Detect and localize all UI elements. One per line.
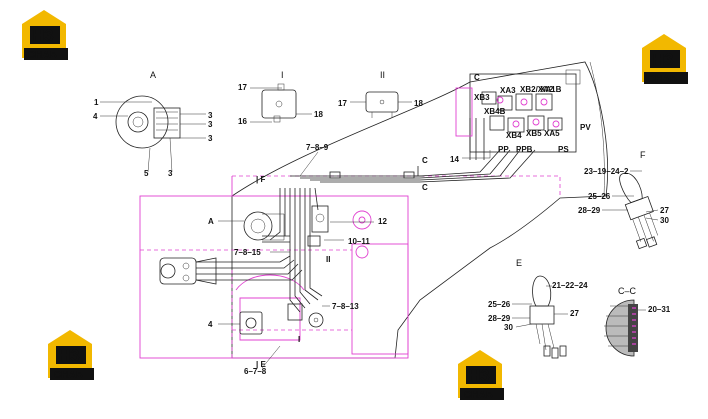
logo-mark: H3 xyxy=(652,50,674,69)
label-ii-main: II xyxy=(326,255,330,264)
label-18-ii: 18 xyxy=(414,99,423,108)
joystick-a-main xyxy=(243,211,285,241)
valve-ports xyxy=(481,91,563,133)
pink-frame xyxy=(139,175,561,359)
view-e-title: E xyxy=(516,258,522,268)
label-23-19-24-2: 23–19–24–2 xyxy=(584,167,629,176)
valve-label-pv: PV xyxy=(580,123,591,132)
logo-bottom-left: H3 СНАБ xyxy=(48,330,94,381)
view-ii-title: II xyxy=(380,70,385,80)
label-18-i: 18 xyxy=(314,110,323,119)
joystick-f xyxy=(619,172,659,250)
logo-top-right: H3 СНАБ xyxy=(642,34,688,85)
logo-text: СНАБ xyxy=(54,370,83,381)
label-27-f: 27 xyxy=(660,206,669,215)
label-3-b: 3 xyxy=(208,120,213,129)
view-a-title: A xyxy=(150,70,156,80)
clamp-marker xyxy=(329,171,415,179)
label-30-e: 30 xyxy=(504,323,513,332)
label-7-8-13: 7–8–13 xyxy=(332,302,359,311)
label-3-d: 3 xyxy=(168,169,173,178)
valve-label-xb4b: XB4B xyxy=(484,107,506,116)
valve-label-xa3: XA3 xyxy=(500,86,516,95)
label-4-main: 4 xyxy=(208,320,213,329)
detail-a: A xyxy=(100,70,206,173)
valve-label-ps: PS xyxy=(558,145,569,154)
label-25-26-e: 25–26 xyxy=(488,300,511,309)
logo-mark: H3 xyxy=(32,26,54,45)
label-7-8-9: 7–8–9 xyxy=(306,143,329,152)
harness-bundle xyxy=(196,118,536,313)
label-i-main: I xyxy=(298,335,300,344)
label-28-29-e: 28–29 xyxy=(488,314,511,323)
label-4-detail: 4 xyxy=(93,112,98,121)
relay-unit xyxy=(287,303,324,328)
section-cc xyxy=(604,299,638,357)
label-28-29-f: 28–29 xyxy=(578,206,601,215)
section-c-bottom: C xyxy=(422,183,428,192)
label-30-f: 30 xyxy=(660,216,669,225)
detail-i: I xyxy=(250,70,312,123)
seat-controller xyxy=(239,311,263,335)
valve-label-xb4: XB4 xyxy=(506,131,522,140)
logo-mark: H3 xyxy=(468,366,490,385)
cab-outline xyxy=(231,61,608,359)
logo-mark: H3 xyxy=(58,346,80,365)
logo-text: СНАБ xyxy=(648,74,677,85)
switch-ii-main xyxy=(307,235,321,247)
view-f-marker: | F xyxy=(256,175,265,184)
valve-label-pp: PP xyxy=(498,145,509,154)
logo-top-left: H3 СНАБ xyxy=(22,10,68,61)
label-10-11: 10–11 xyxy=(348,237,370,246)
view-i-title: I xyxy=(281,70,284,80)
valve-label-xa1b: XA1B xyxy=(540,85,562,94)
section-c-top: C xyxy=(422,156,428,165)
label-5: 5 xyxy=(144,169,149,178)
detail-ii: II xyxy=(350,70,412,118)
view-cc-title: C–C xyxy=(618,286,637,296)
logo-bottom-center: H3 СНАБ xyxy=(458,350,504,401)
label-25-26-f: 25–26 xyxy=(588,192,611,201)
label-7-8-15: 7–8–15 xyxy=(234,248,261,257)
label-27-e: 27 xyxy=(570,309,579,318)
label-17-ii: 17 xyxy=(338,99,347,108)
logo-text: СНАБ xyxy=(28,50,57,61)
pedal-unit xyxy=(311,205,329,233)
label-14: 14 xyxy=(450,155,459,164)
label-3-c: 3 xyxy=(208,134,213,143)
label-12: 12 xyxy=(378,217,387,226)
valve-label-xb2: XB2/XA2 xyxy=(520,85,554,94)
view-e-marker: | E xyxy=(256,360,266,369)
label-6-7-8: 6–7–8 xyxy=(244,367,267,376)
valve-label-xb3: XB3 xyxy=(474,93,490,102)
valve-block: XB3 XA3 XB2/XA2 XA1B XB4B XB4 XB5 XA5 PP… xyxy=(455,69,591,154)
logo-text: СНАБ xyxy=(464,390,493,401)
valve-label-c: C xyxy=(474,73,480,82)
valve-label-ppb: PPB xyxy=(516,145,533,154)
steering-assembly xyxy=(159,257,217,285)
label-21-22-24: 21–22–24 xyxy=(552,281,588,290)
joystick-e xyxy=(529,275,567,359)
label-20-31: 20–31 xyxy=(648,305,671,314)
label-17-i: 17 xyxy=(238,83,247,92)
label-16: 16 xyxy=(238,117,247,126)
valve-label-xa5: XA5 xyxy=(544,129,560,138)
label-1: 1 xyxy=(94,98,99,107)
view-f-title: F xyxy=(640,150,646,160)
label-a-main: A xyxy=(208,217,214,226)
valve-label-xb5: XB5 xyxy=(526,129,542,138)
label-3-a: 3 xyxy=(208,111,213,120)
